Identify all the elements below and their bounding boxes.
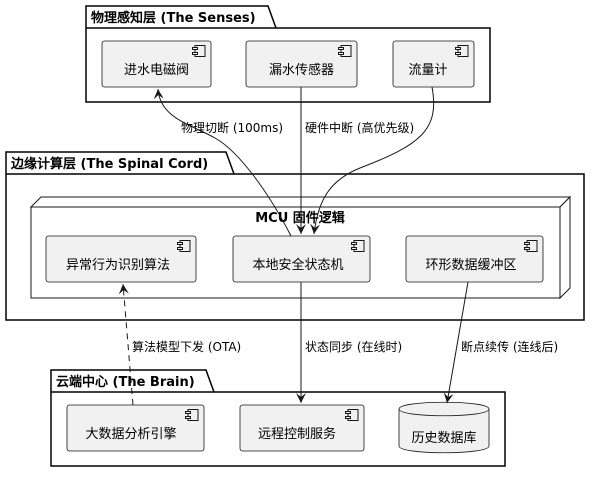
package-brain-title: 云端中心 (The Brain) xyxy=(56,374,195,390)
component-fsm-label: 本地安全状态机 xyxy=(252,257,343,273)
edge-state-sync: 状态同步 (在线时) xyxy=(296,282,402,403)
package-spinal-title: 边缘计算层 (The Spinal Cord) xyxy=(10,156,208,172)
edge-hwint-label: 硬件中断 (高优先级) xyxy=(305,120,414,135)
database-history[interactable]: 历史数据库 xyxy=(398,401,490,454)
package-senses-title: 物理感知层 (The Senses) xyxy=(91,10,256,26)
edge-sync-label: 状态同步 (在线时) xyxy=(305,340,402,354)
edge-ota-model: 算法模型下发 (OTA) xyxy=(118,283,241,406)
component-anomaly-algorithm[interactable]: 异常行为识别算法 xyxy=(45,235,197,283)
component-ring-label: 环形数据缓冲区 xyxy=(425,258,516,273)
edge-flow-to-fsm xyxy=(310,86,435,235)
component-ring-buffer[interactable]: 环形数据缓冲区 xyxy=(405,235,544,283)
edge-cutoff-label: 物理切断 (100ms) xyxy=(181,120,283,135)
edge-hardware-interrupt: 硬件中断 (高优先级) xyxy=(296,87,414,234)
component-valve-label: 进水电磁阀 xyxy=(124,63,189,78)
component-remote-label: 远程控制服务 xyxy=(258,426,336,442)
edge-physical-cutoff: 物理切断 (100ms) xyxy=(153,88,292,237)
node-mcu-title: MCU 固件逻辑 xyxy=(255,210,345,226)
edge-resume-label: 断点续传 (连线后) xyxy=(461,339,558,354)
edge-ota-label: 算法模型下发 (OTA) xyxy=(132,339,241,354)
database-history-label: 历史数据库 xyxy=(411,430,476,446)
component-remote-control[interactable]: 远程控制服务 xyxy=(239,404,365,452)
component-valve[interactable]: 进水电磁阀 xyxy=(101,40,212,88)
component-safety-fsm[interactable]: 本地安全状态机 xyxy=(232,235,371,283)
component-flow-meter[interactable]: 流量计 xyxy=(392,40,475,88)
component-bigdata-engine[interactable]: 大数据分析引擎 xyxy=(66,404,205,452)
component-flow-label: 流量计 xyxy=(408,63,447,78)
edge-resume-upload: 断点续传 (连线后) xyxy=(443,281,558,404)
component-anomaly-label: 异常行为识别算法 xyxy=(66,258,170,273)
component-leak-sensor[interactable]: 漏水传感器 xyxy=(245,40,358,88)
component-leak-label: 漏水传感器 xyxy=(269,62,334,78)
component-bigdata-label: 大数据分析引擎 xyxy=(85,427,176,442)
